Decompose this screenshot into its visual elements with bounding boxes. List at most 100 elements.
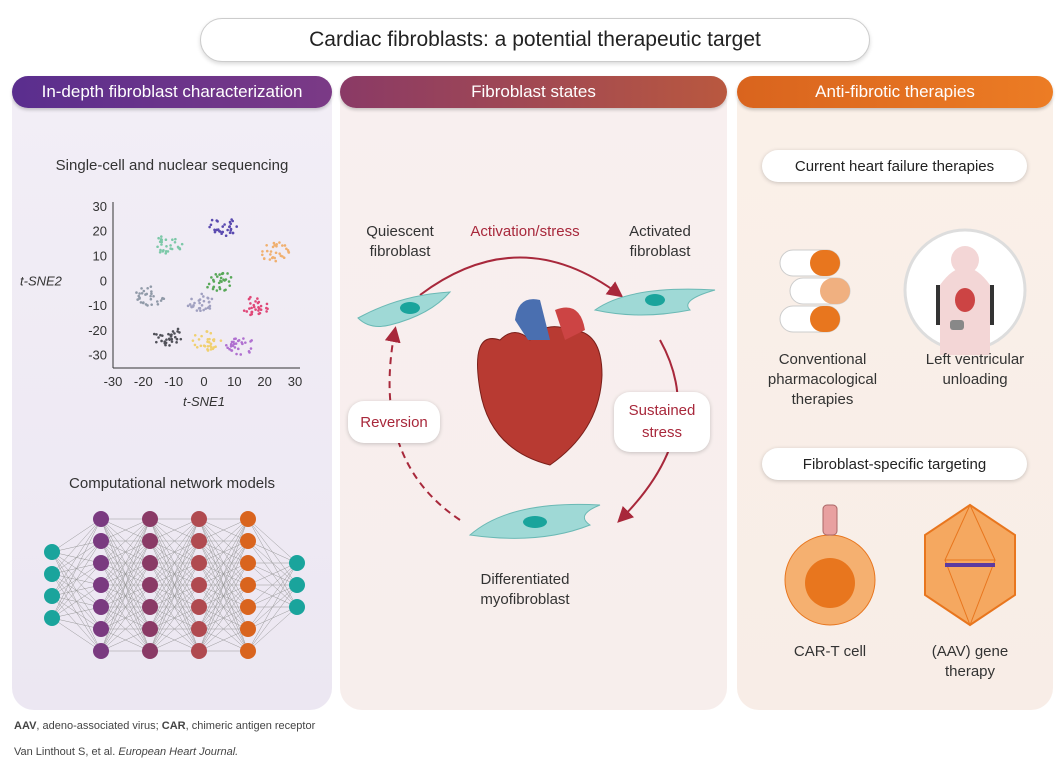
network-node: [142, 599, 158, 615]
scatter-point: [281, 255, 284, 258]
abbr-aav-text: , adeno-associated virus;: [36, 720, 162, 732]
scatter-point: [242, 337, 245, 340]
scatter-point: [223, 223, 226, 226]
network-node: [289, 555, 305, 571]
scatter-point: [200, 292, 204, 296]
fibroblast-specific-label: Fibroblast-specific targeting: [762, 448, 1027, 480]
scatter-point: [202, 299, 206, 303]
scatter-point: [228, 225, 232, 228]
scatter-point: [220, 272, 224, 276]
scatter-point: [162, 249, 165, 252]
scatter-point: [282, 256, 286, 260]
scatter-point: [171, 238, 174, 241]
scatter-point: [161, 297, 164, 300]
scatter-point: [206, 345, 210, 348]
network-node: [240, 533, 256, 549]
scatter-point: [232, 342, 236, 346]
network-node: [142, 511, 158, 527]
scatter-point: [203, 344, 207, 348]
scatter-point: [287, 251, 291, 254]
scatter-point: [139, 301, 143, 304]
scatter-point: [150, 290, 153, 293]
activation-arrow: [419, 256, 624, 298]
scatter-point: [157, 236, 160, 240]
scatter-point: [165, 338, 168, 341]
scatter-point: [170, 247, 174, 251]
scatter-point: [259, 308, 263, 312]
scatter-point: [206, 338, 210, 341]
scatter-point: [168, 344, 171, 347]
activation-stress-label: Activation/stress: [470, 223, 580, 240]
scatter-point: [209, 331, 213, 335]
scatter-point: [170, 333, 173, 336]
scatter-point: [257, 312, 261, 316]
network-node: [93, 555, 109, 571]
scatter-point: [235, 352, 238, 356]
scatter-point: [233, 337, 236, 341]
network-node: [93, 643, 109, 659]
scatter-point: [270, 256, 274, 260]
scatter-point: [212, 285, 216, 289]
scatter-point: [159, 248, 162, 252]
cart-cell-icon: [784, 504, 876, 626]
scatter-point: [252, 305, 256, 309]
citation-journal: European Heart Journal.: [118, 746, 239, 758]
scatter-point: [228, 231, 232, 235]
quiescent-label: Quiescent fibroblast: [366, 223, 434, 260]
scatter-point: [256, 301, 260, 305]
scatter-point: [158, 251, 162, 254]
scatter-point: [157, 336, 160, 339]
scatter-point: [244, 341, 247, 344]
activated-label: Activated fibroblast: [629, 223, 691, 260]
scatter-point: [215, 275, 219, 278]
scatter-point: [193, 334, 197, 337]
network-node: [191, 643, 207, 659]
scatter-point: [219, 276, 223, 280]
scatter-point: [234, 342, 238, 345]
scatter-point: [149, 297, 153, 301]
scatter-point: [193, 301, 196, 305]
therapies-header: Anti-fibrotic therapies: [737, 76, 1053, 108]
scatter-point: [215, 289, 219, 292]
scatter-point: [219, 279, 222, 283]
scatter-point: [179, 337, 183, 341]
network-node: [289, 599, 305, 615]
scatter-point: [197, 338, 201, 341]
scatter-point: [160, 235, 163, 238]
scatter-point: [250, 339, 253, 342]
network-node: [142, 555, 158, 571]
network-node: [44, 566, 60, 582]
scatter-point: [190, 297, 193, 301]
scatter-point: [206, 285, 209, 289]
scatter-point: [155, 340, 158, 344]
x-tick-label: -10: [164, 374, 183, 389]
network-node: [142, 533, 158, 549]
differentiated-label: Differentiated myofibroblast: [480, 571, 570, 608]
scatter-point: [206, 349, 210, 352]
characterization-header: In-depth fibroblast characterization: [12, 76, 332, 108]
x-tick-label: 0: [200, 374, 207, 389]
neural-network-diagram: [44, 511, 305, 659]
scatter-point: [198, 306, 202, 310]
scatter-point: [204, 307, 208, 310]
y-tick-label: 10: [93, 249, 107, 264]
network-node: [240, 511, 256, 527]
scatter-point: [265, 249, 269, 253]
scatter-point: [136, 298, 139, 301]
scatter-point: [248, 307, 251, 310]
scatter-point: [254, 308, 257, 311]
scatter-point: [175, 341, 178, 344]
scatter-point: [198, 301, 201, 305]
scatter-point: [237, 339, 241, 342]
scatter-point: [278, 252, 281, 256]
scatter-point: [193, 343, 197, 347]
scatter-point: [221, 225, 225, 228]
network-label: Computational network models: [69, 475, 275, 492]
scatter-point: [150, 303, 153, 306]
scatter-point: [213, 230, 217, 234]
scatter-point: [173, 240, 177, 244]
network-node: [93, 511, 109, 527]
scatter-point: [192, 304, 195, 307]
scatter-point: [259, 304, 263, 308]
